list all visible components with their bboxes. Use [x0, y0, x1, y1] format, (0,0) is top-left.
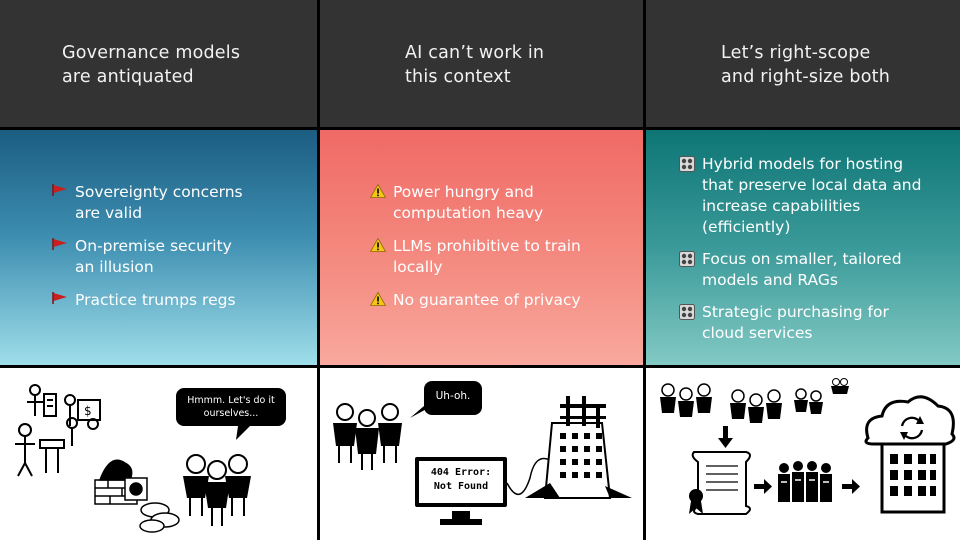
control-knobs-icon	[679, 251, 695, 267]
column-title: Let’s right-scope and right-size both	[721, 43, 890, 87]
bullet-panel: Power hungry and computation heavy LLMs …	[320, 130, 643, 365]
red-flag-icon	[52, 292, 68, 304]
bullet-list: Sovereignty concerns are valid On-premis…	[52, 182, 302, 323]
column-ai-context: AI can’t work in this context Power hung…	[320, 0, 643, 540]
warning-icon	[370, 184, 386, 198]
column-header: Governance models are antiquated	[0, 0, 317, 127]
speech-bubble: Hmmm. Let's do it ourselves...	[176, 388, 286, 426]
people-scroll-cloud-illustration	[660, 378, 956, 515]
illustration-ai-context: Uh-oh. 404 Error: Not Found	[320, 368, 643, 540]
error-monitor: 404 Error: Not Found	[415, 457, 507, 507]
speech-bubble: Uh-oh.	[424, 381, 482, 415]
bullet-item: Hybrid models for hosting that preserve …	[679, 154, 959, 238]
column-title: AI can’t work in this context	[405, 43, 545, 87]
control-knobs-icon	[679, 304, 695, 320]
column-right-scope: Let’s right-scope and right-size both Hy…	[646, 0, 960, 540]
svg-text:$: $	[84, 404, 92, 418]
column-header: AI can’t work in this context	[320, 0, 643, 127]
column-governance: Governance models are antiquated Soverei…	[0, 0, 317, 540]
warning-icon	[370, 238, 386, 252]
bullet-item: Power hungry and computation heavy	[370, 182, 635, 224]
illustration-governance: $	[0, 368, 317, 540]
bullet-item: On-premise security an illusion	[52, 236, 302, 278]
bullet-item: LLMs prohibitive to train locally	[370, 236, 635, 278]
people-documents-illustration: $	[15, 384, 251, 533]
control-knobs-icon	[679, 156, 695, 172]
warning-icon	[370, 292, 386, 306]
column-title: Governance models are antiquated	[62, 43, 241, 87]
illustration-right-scope	[646, 368, 960, 540]
red-flag-icon	[52, 184, 68, 196]
bullet-list: Hybrid models for hosting that preserve …	[679, 154, 959, 355]
bullet-panel: Sovereignty concerns are valid On-premis…	[0, 130, 317, 365]
bullet-panel: Hybrid models for hosting that preserve …	[646, 130, 960, 365]
bullet-item: No guarantee of privacy	[370, 290, 635, 311]
column-header: Let’s right-scope and right-size both	[646, 0, 960, 127]
bullet-item: Strategic purchasing for cloud services	[679, 302, 959, 344]
bullet-item: Focus on smaller, tailored models and RA…	[679, 249, 959, 291]
red-flag-icon	[52, 238, 68, 250]
bullet-list: Power hungry and computation heavy LLMs …	[370, 182, 635, 323]
bullet-item: Sovereignty concerns are valid	[52, 182, 302, 224]
bullet-item: Practice trumps regs	[52, 290, 302, 311]
people-computer-building-illustration	[333, 396, 632, 525]
